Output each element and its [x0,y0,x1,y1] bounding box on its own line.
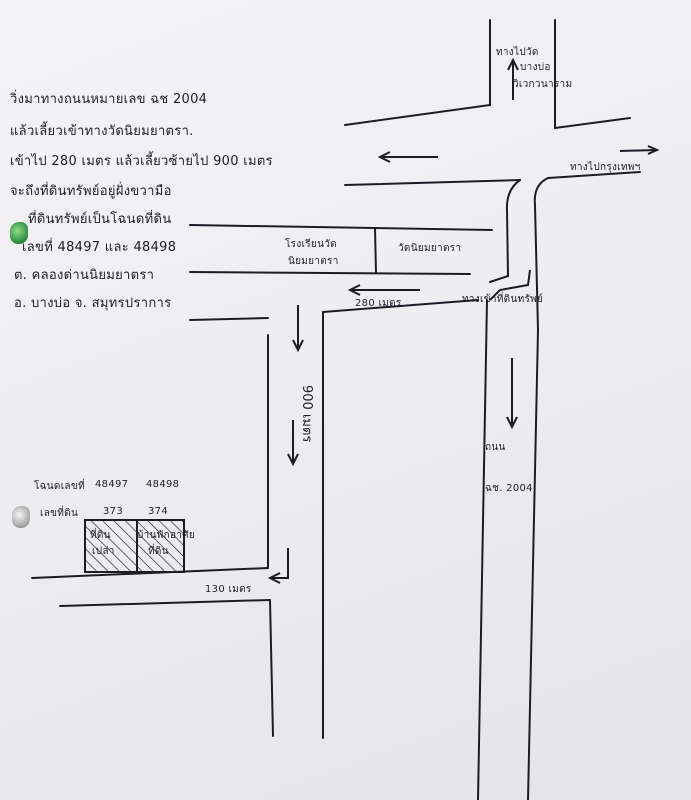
note-line-6: เลขที่ 48497 และ 48498 [22,240,177,255]
main-road-lower-west [477,299,488,800]
label-landno-1: 373 [103,506,123,517]
label-to-bangkok: ทางไปกรุงเทพฯ [570,162,641,173]
green-pin-icon [10,222,28,244]
label-900m: 900 เมตร [299,385,314,443]
label-deed-1: 48497 [95,479,129,490]
note-line-4: จะถึงที่ดินทรัพย์อยู่ฝั่งขวามือ [10,184,172,199]
temple-road-lower-edge [189,317,269,321]
label-wat: วัดนิยมยาตรา [398,243,462,254]
arrow-to-bangkok [619,145,660,155]
note-line-2: แล้วเลี้ยวเข้าทางวัดนิยมยาตรา. [10,124,194,139]
label-school: โรงเรียนวัด [285,239,337,250]
note-line-8: อ. บางบ่อ จ. สมุทรปราการ [14,296,172,311]
temple-road-south-edge [189,271,471,275]
gray-pin-icon [12,506,30,528]
arrow-280m [347,284,420,296]
note-line-5: ที่ดินทรัพย์เป็นโฉนดที่ดิน [28,212,172,227]
main-road-lower-east [527,329,539,800]
main-road-curve-left [489,179,521,283]
plot-374 [136,519,185,573]
label-to-temple-3: วิเวกวนาราม [513,79,573,90]
school-temple-divider [374,227,377,274]
label-entrance: ทางเข้าที่ดินทรัพย์ [462,294,544,305]
arrow-to-temple-north [507,57,519,100]
label-280m: 280 เมตร [355,298,402,309]
main-road-east-edge-upper [554,19,631,130]
side-road-west-lower [269,599,274,737]
temple-road-lower-edge-2 [322,299,479,313]
label-130m: 130 เมตร [205,584,252,595]
label-road: ถนน [485,442,506,453]
arrow-entrance [489,269,531,301]
arrow-west [377,151,438,163]
arrow-south-main [506,358,518,430]
label-deed: โฉนดเลขที่ [34,481,85,492]
arrow-south-side [292,305,304,353]
label-deed-2: 48498 [146,479,180,490]
main-road-curve-right [533,177,549,331]
label-school-2: นิยมยาตรา [288,256,339,267]
label-plot-2a: บ้านพักอาศัย [137,530,195,541]
arrow-south-900 [287,420,299,467]
plot-road-south-edge [59,599,271,607]
label-plot-1b: เปล่า [92,546,115,557]
note-line-1: วิ่งมาทางถนนหมายเลข ฉช 2004 [10,92,208,107]
label-to-temple: ทางไปวัด [496,47,539,58]
label-plot-2b: ที่ดิน [148,546,169,557]
main-road-east-edge-lower [547,171,641,179]
label-to-temple-2: บางบ่อ [520,62,551,73]
label-landno: เลขที่ดิน [40,508,79,519]
label-landno-2: 374 [148,506,168,517]
main-road-west-edge-upper [344,19,491,126]
arrow-130m [267,548,289,584]
main-road-west-edge-lower [344,179,521,186]
label-plot-1a: ที่ดิน [90,530,111,541]
note-line-3: เข้าไป 280 เมตร แล้วเลี้ยวซ้ายไป 900 เมต… [10,154,273,169]
temple-road-north-edge [189,224,493,231]
label-road-no: ฉช. 2004 [485,483,533,494]
note-line-7: ต. คลองด่านนิยมยาตรา [14,268,155,283]
